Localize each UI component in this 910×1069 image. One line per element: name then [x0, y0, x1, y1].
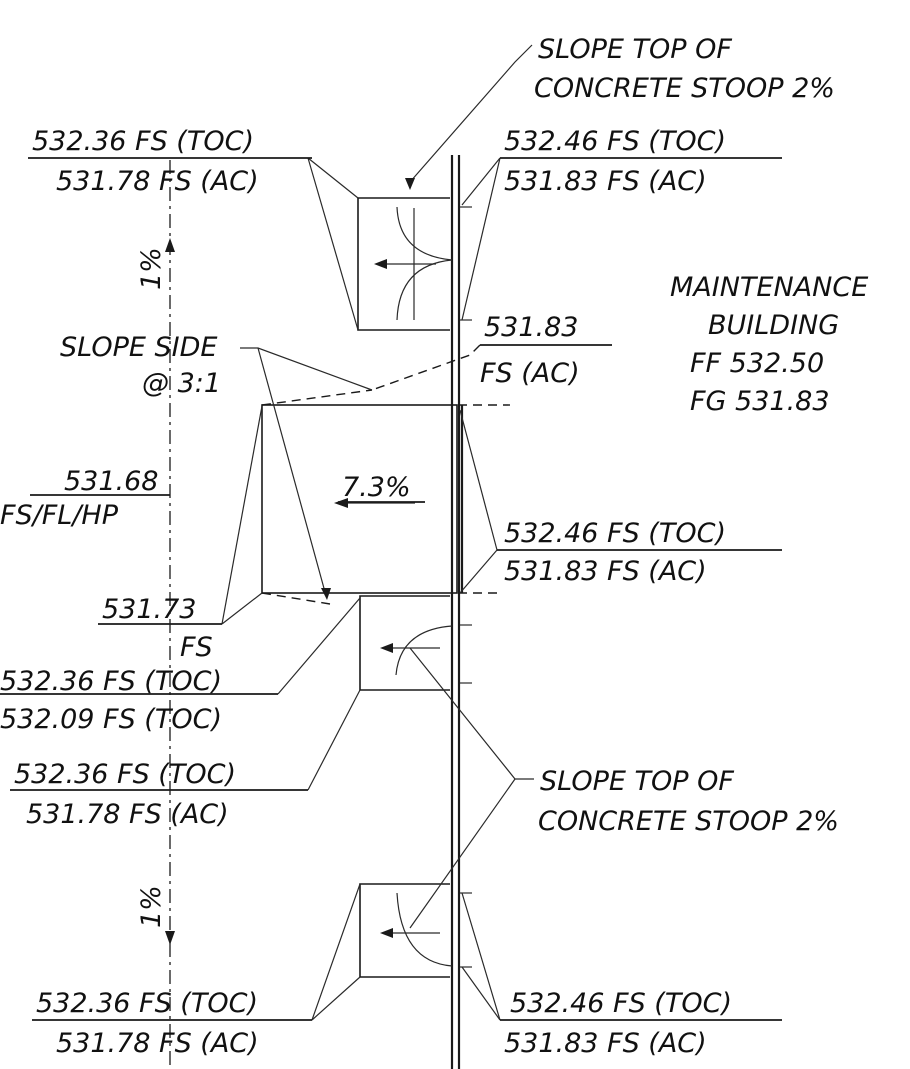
- building-ff: FF 532.50: [690, 348, 824, 379]
- elev-top-left-2: 531.78 FS (AC): [56, 166, 259, 197]
- slope-side-2: @ 3:1: [142, 368, 221, 399]
- label-underlines: [0, 157, 782, 1021]
- leader-lines: [221, 44, 534, 1021]
- elev-bottom-left-2: 531.78 FS (AC): [56, 1028, 259, 1059]
- elev-bottom-right-1: 532.46 FS (TOC): [510, 988, 732, 1019]
- annotations: SLOPE TOP OF CONCRETE STOOP 2% 532.36 FS…: [0, 34, 868, 1059]
- ramp-slope: 7.3%: [342, 472, 411, 503]
- ramp: [261, 389, 510, 605]
- elev-ramp-low-1: 531.73: [102, 594, 196, 625]
- elev-lower-left-a-1: 532.36 FS (TOC): [0, 666, 222, 697]
- bottom-stoop: [359, 883, 472, 978]
- elev-left-hp-2: FS/FL/HP: [0, 500, 119, 531]
- building-fg: FG 531.83: [690, 386, 830, 417]
- elev-bottom-right-2: 531.83 FS (AC): [504, 1028, 707, 1059]
- stoop-note-top-line2: CONCRETE STOOP 2%: [534, 73, 835, 104]
- middle-stoop: [359, 595, 472, 691]
- elev-mid-right-2: FS (AC): [480, 358, 580, 389]
- top-stoop: [357, 197, 472, 331]
- building-name-1: MAINTENANCE: [670, 272, 868, 303]
- elev-bottom-left-1: 532.36 FS (TOC): [36, 988, 258, 1019]
- slope-side-1: SLOPE SIDE: [60, 332, 217, 363]
- cl-slope-bottom: 1%: [136, 885, 167, 928]
- elev-ramp-right-2: 531.83 FS (AC): [504, 556, 707, 587]
- elev-top-right-1: 532.46 FS (TOC): [504, 126, 726, 157]
- stoop-note-mid-line1: SLOPE TOP OF: [540, 766, 734, 797]
- centerline-slope-arrows: [165, 238, 175, 945]
- stoop-note-mid-line2: CONCRETE STOOP 2%: [538, 806, 839, 837]
- elev-ramp-low-2: FS: [180, 632, 213, 663]
- elev-top-left-1: 532.36 FS (TOC): [32, 126, 254, 157]
- elev-lower-left-b-2: 531.78 FS (AC): [26, 799, 229, 830]
- stoop-note-top-line1: SLOPE TOP OF: [538, 34, 732, 65]
- elev-lower-left-a-2: 532.09 FS (TOC): [0, 704, 222, 735]
- elev-lower-left-b-1: 532.36 FS (TOC): [14, 759, 236, 790]
- elev-left-hp-1: 531.68: [64, 466, 158, 497]
- elev-ramp-right-1: 532.46 FS (TOC): [504, 518, 726, 549]
- cl-slope-top: 1%: [136, 247, 167, 290]
- building-name-2: BUILDING: [708, 310, 839, 341]
- building-wall: [450, 155, 464, 1069]
- elev-mid-right-1: 531.83: [484, 312, 578, 343]
- elev-top-right-2: 531.83 FS (AC): [504, 166, 707, 197]
